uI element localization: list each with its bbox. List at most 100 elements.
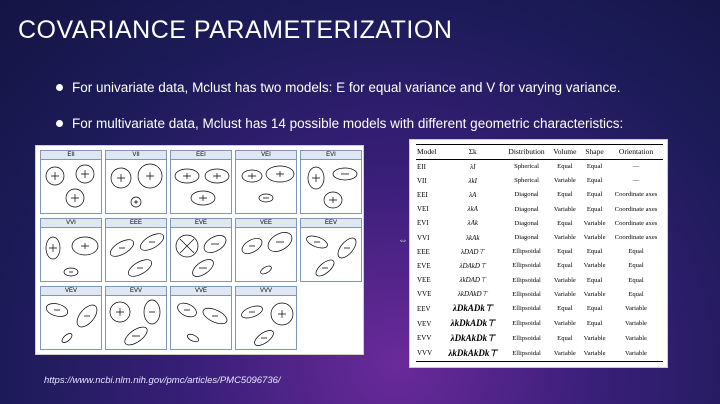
table-cell: VVE [417, 290, 432, 299]
table-cell: Variable [583, 234, 606, 242]
table-cell: Diagonal [514, 219, 539, 227]
sigma-cell: λDAkD⊤ [459, 261, 487, 270]
table-cell: VEI [417, 205, 429, 214]
table-cell: Equal [557, 305, 573, 313]
table-cell: Ellipsoidal [503, 345, 550, 362]
table-cell: Coordinate axes [614, 191, 658, 199]
table-cell: VVV [416, 345, 443, 362]
ellipse-diagram [110, 163, 163, 208]
header-volume: Volume [549, 144, 581, 160]
model-summary-table-panel: Model Σk Distribution Volume Shape Orien… [409, 139, 668, 368]
grid-cell-evi: EVI [300, 150, 362, 214]
table-cell: Variable [549, 345, 581, 362]
table-cell: Variable [609, 345, 663, 362]
table-header-row: Model Σk Distribution Volume Shape Orien… [416, 144, 663, 160]
table-cell: Ellipsoidal [512, 305, 541, 313]
table-cell: Variable [583, 334, 606, 342]
table-cell: Variable [553, 177, 576, 185]
table-cell: Coordinate axes [614, 205, 658, 213]
table-cell: Variable [625, 320, 647, 328]
table-cell: Ellipsoidal [512, 290, 541, 298]
sigma-cell: λDkAkDk⊤ [450, 332, 495, 343]
table-cell: Ellipsoidal [512, 320, 541, 328]
ellipse-diagram [307, 166, 358, 209]
table-cell: Variable [580, 345, 610, 362]
table-cell: — [632, 163, 640, 171]
grid-cell-vve: VVE [170, 286, 232, 350]
table-cell: Equal [586, 191, 603, 199]
model-summary-table: Model Σk Distribution Volume Shape Orien… [416, 144, 663, 362]
table-cell: Variable [553, 290, 576, 298]
sigma-cell: λI [470, 162, 476, 171]
grid-cell-vii: VII [105, 150, 167, 214]
ellipse-diagram [45, 164, 95, 208]
ellipse-diagram [45, 236, 99, 277]
model-ellipse-grid: EII VII EEI VEI EVI VVI [35, 145, 364, 355]
table-cell: Spherical [514, 177, 539, 185]
table-cell: Equal [557, 334, 573, 342]
grid-cell-label: VVV [236, 287, 296, 296]
table-cell: Variable [583, 262, 606, 270]
table-cell: Ellipsoidal [512, 248, 541, 256]
ellipse-diagram [174, 168, 230, 206]
grid-cell-label: EEV [301, 219, 361, 228]
sigma-cell: λDAD⊤ [461, 247, 485, 256]
grid-cell-vei: VEI [235, 150, 297, 214]
table-cell: Equal [586, 305, 603, 313]
grid-cell-label: EVV [106, 287, 166, 296]
grid-cell-vee: VEE [235, 218, 297, 282]
grid-cell-label: VVI [41, 219, 101, 228]
header-orientation: Orientation [609, 144, 663, 160]
table-cell: Variable [553, 205, 576, 213]
table-cell: EEE [417, 247, 430, 256]
table-cell: Equal [628, 276, 644, 284]
grid-cell-vev: VEV [40, 286, 102, 350]
table-cell: Equal [586, 205, 603, 213]
table-row: VEI λkA Diagonal Variable Equal Coordinate ax… [416, 202, 663, 216]
table-cell: Diagonal [514, 205, 539, 213]
table-cell: Ellipsoidal [512, 276, 541, 284]
ellipse-diagram [241, 302, 294, 346]
table-cell: Equal [628, 262, 644, 270]
grid-cell-evv: EVV [105, 286, 167, 350]
table-row: EVV λDkAkDk⊤ Ellipsoidal Equal Variable Varia… [416, 331, 663, 346]
table-cell: Equal [586, 177, 603, 185]
table-cell: EVV [417, 334, 432, 343]
source-link[interactable]: https://www.ncbi.nlm.nih.gov/pmc/article… [44, 375, 281, 386]
grid-cell-eev: EEV [300, 218, 362, 282]
table-cell: Coordinate axes [614, 219, 658, 227]
table-cell: EVI [417, 219, 429, 228]
grid-cell-eei: EEI [170, 150, 232, 214]
table-cell: Equal [586, 163, 603, 171]
table-cell: Diagonal [514, 191, 539, 199]
table-cell: VII [417, 176, 427, 185]
ellipse-diagram [306, 235, 357, 277]
sigma-cell: λkA [467, 205, 478, 214]
table-cell: Equal [557, 248, 573, 256]
grid-cell-label: VEE [236, 219, 296, 228]
table-cell: Ellipsoidal [512, 262, 541, 270]
grid-cell-eii: EII [40, 150, 102, 214]
grid-cell-label: EEI [171, 151, 231, 160]
sigma-cell: λA [469, 190, 477, 199]
grid-cell-vvi: VVI [40, 218, 102, 282]
table-cell: Equal [557, 262, 573, 270]
bullet-text: For multivariate data, Mclust has 14 pos… [72, 116, 624, 131]
grid-cell-label: EVI [301, 151, 361, 160]
ellipse-diagram [45, 303, 98, 343]
table-cell: Equal [557, 219, 573, 227]
table-cell: Ellipsoidal [512, 334, 541, 342]
sigma-cell: λkI [468, 176, 477, 185]
table-cell: Variable [625, 334, 647, 342]
table-cell: Equal [628, 248, 644, 256]
table-cell: VEV [417, 319, 432, 328]
